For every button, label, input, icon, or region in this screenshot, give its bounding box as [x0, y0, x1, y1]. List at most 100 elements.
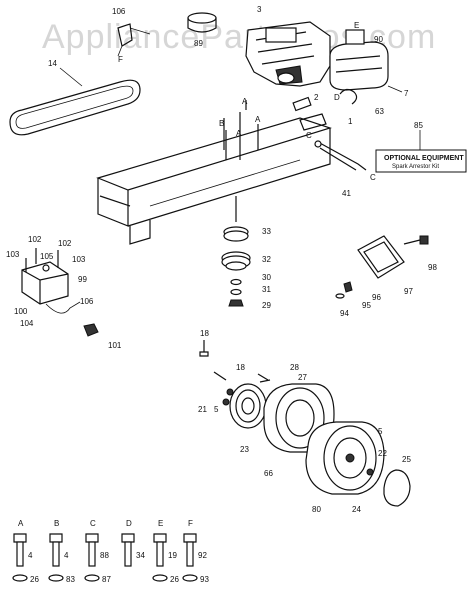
callout-103b: 103 [72, 255, 86, 264]
muffler [329, 29, 389, 91]
nut-101 [83, 323, 99, 337]
callout-D-top: D [334, 93, 340, 102]
clamp-63 [339, 88, 358, 105]
hardware-washer-f: 93 [200, 575, 209, 584]
callout-A-frame1: A [236, 129, 242, 138]
callout-96: 96 [372, 293, 381, 302]
hardware-part-e: 19 [168, 551, 177, 560]
cable-clip [117, 23, 151, 57]
hardware-washer-e: 26 [170, 575, 179, 584]
bolt-shank-a [16, 541, 24, 567]
callout-95: 95 [362, 301, 371, 310]
callout-32: 32 [262, 255, 271, 264]
callout-28: 28 [290, 363, 299, 372]
callout-102a: 102 [28, 235, 42, 244]
callout-A-frame3: A [255, 115, 261, 124]
callout-105: 105 [40, 252, 54, 261]
hardware-letter-f: F [188, 519, 193, 528]
leader-14 [59, 67, 83, 87]
bolt-shank-f [186, 541, 194, 567]
engine [245, 21, 331, 87]
callout-101: 101 [108, 341, 122, 350]
bolt-head-b [49, 533, 63, 543]
hardware-washer-b: 83 [66, 575, 75, 584]
callout-29: 29 [262, 301, 271, 310]
callout-3: 3 [257, 5, 262, 14]
callout-97: 97 [404, 287, 413, 296]
callout-27: 27 [298, 373, 307, 382]
hardware-letter-e: E [158, 519, 163, 528]
callout-99: 99 [78, 275, 87, 284]
callout-30: 30 [262, 273, 271, 282]
callout-25: 25 [402, 455, 411, 464]
callout-89: 89 [194, 39, 203, 48]
bolt-shank-d [124, 541, 132, 567]
relay-module [21, 248, 81, 314]
callout-E-top: E [354, 21, 359, 30]
bolt-head-c [85, 533, 99, 543]
washer-a [12, 574, 28, 582]
callout-106b: 106 [80, 297, 94, 306]
washer-b [48, 574, 64, 582]
callout-66: 66 [264, 469, 273, 478]
callout-5a: 5 [214, 405, 219, 414]
bolt-head-e [153, 533, 167, 543]
bolt-head-f [183, 533, 197, 543]
bolt-shank-c [88, 541, 96, 567]
bolt-shank-b [52, 541, 60, 567]
hardware-washer-c: 87 [102, 575, 111, 584]
frame-bolts [223, 100, 259, 160]
hardware-letter-d: D [126, 519, 132, 528]
leader-7 [387, 85, 403, 93]
callout-C-rod: C [370, 173, 376, 182]
pulley-stack [221, 196, 251, 307]
callout-5b: 5 [378, 427, 383, 436]
callout-63: 63 [375, 107, 384, 116]
callout-94: 94 [340, 309, 349, 318]
callout-80: 80 [312, 505, 321, 514]
hardware-letter-c: C [90, 519, 96, 528]
hardware-letter-b: B [54, 519, 59, 528]
callout-A-frame2: A [242, 97, 248, 106]
callout-90: 90 [374, 35, 383, 44]
hardware-part-a: 4 [28, 551, 33, 560]
drive-belt [9, 79, 141, 136]
shift-rod [314, 140, 367, 171]
callout-18a: 18 [200, 329, 209, 338]
callout-7: 7 [404, 89, 409, 98]
bolt-head-d [121, 533, 135, 543]
ring-89 [187, 12, 217, 33]
hardware-part-d: 34 [136, 551, 145, 560]
callout-41: 41 [342, 189, 351, 198]
hardware-washer-a: 26 [30, 575, 39, 584]
bolt-shank-e [156, 541, 164, 567]
optional-equipment-subtitle: Spark Arrestor Kit [392, 164, 439, 170]
optional-equipment-title: OPTIONAL EQUIPMENT [384, 155, 464, 162]
callout-100: 100 [14, 307, 28, 316]
callout-102b: 102 [58, 239, 72, 248]
callout-21: 21 [198, 405, 207, 414]
callout-103a: 103 [6, 250, 20, 259]
callout-14: 14 [48, 59, 57, 68]
hub-cap [383, 469, 411, 507]
callout-98: 98 [428, 263, 437, 272]
callout-24: 24 [352, 505, 361, 514]
hardware-part-f: 92 [198, 551, 207, 560]
spark-arrestor-screen [335, 235, 429, 299]
callout-1: 1 [348, 117, 353, 126]
callout-C-frame: C [306, 131, 312, 140]
callout-33: 33 [262, 227, 271, 236]
callout-F-top: F [118, 55, 123, 64]
washer-c [84, 574, 100, 582]
callout-23: 23 [240, 445, 249, 454]
callout-85: 85 [414, 121, 423, 130]
frame [96, 117, 332, 245]
callout-22: 22 [378, 449, 387, 458]
optional-equipment-box: 85 OPTIONAL EQUIPMENT Spark Arrestor Kit [375, 121, 467, 173]
wheel-hub [222, 383, 267, 429]
tire-outer [305, 421, 385, 495]
callout-2: 2 [314, 93, 319, 102]
bolt-head-a [13, 533, 27, 543]
